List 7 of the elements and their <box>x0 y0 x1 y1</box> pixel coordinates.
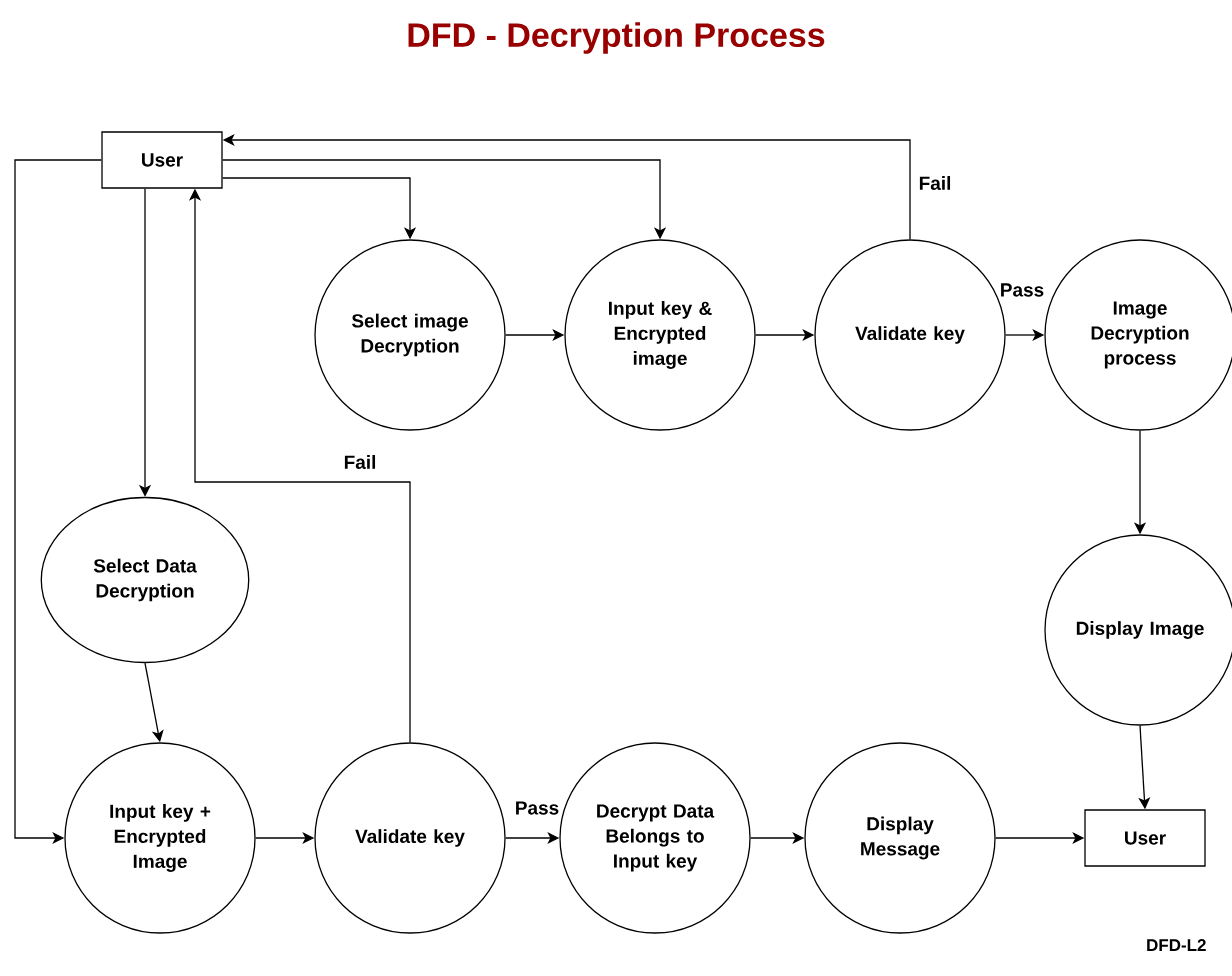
edge-label: Fail <box>917 175 953 191</box>
edge-label: Pass <box>513 800 561 816</box>
edge-label: Fail <box>342 454 378 470</box>
diagram-id: DFD-L2 <box>1147 939 1206 951</box>
entity-box: User <box>101 131 223 189</box>
title: DFD - Decryption Process <box>408 22 825 54</box>
entity-box: User <box>1084 809 1206 867</box>
